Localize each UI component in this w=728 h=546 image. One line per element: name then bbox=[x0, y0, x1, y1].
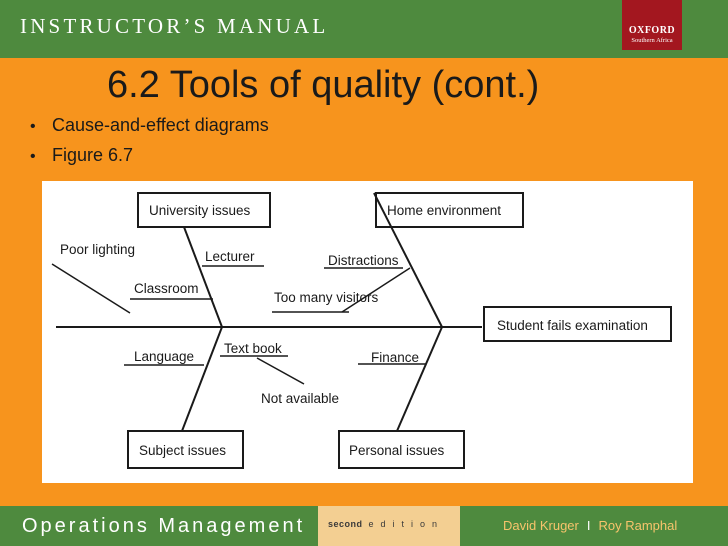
footer-bar: Operations Management second edition Davi… bbox=[0, 506, 728, 546]
manual-title: INSTRUCTOR’S MANUAL bbox=[20, 14, 329, 38]
bullet-text: Figure 6.7 bbox=[52, 145, 134, 165]
category-box-university bbox=[137, 192, 271, 228]
slide-title: 6.2 Tools of quality (cont.) bbox=[107, 64, 540, 106]
cause-line-not-available bbox=[256, 357, 305, 385]
category-label-home: Home environment bbox=[387, 203, 501, 218]
edition-word-edition: edition bbox=[368, 519, 445, 529]
publisher-name: OXFORD bbox=[628, 25, 676, 36]
cause-label-text-book: Text book bbox=[224, 341, 282, 356]
cause-label-too-many-visitors: Too many visitors bbox=[274, 290, 379, 305]
fishbone-diagram: University issues Home environment Subje… bbox=[51, 192, 672, 469]
author-1: David Kruger bbox=[503, 518, 579, 533]
bone-subject bbox=[181, 326, 223, 432]
cause-label-poor-lighting: Poor lighting bbox=[60, 242, 135, 257]
book-title: Operations Management bbox=[22, 515, 306, 537]
bullet-item: • Cause-and-effect diagrams bbox=[30, 112, 269, 142]
edition-box: second edition bbox=[318, 506, 460, 546]
effect-label: Student fails examination bbox=[497, 318, 648, 333]
author-separator: I bbox=[586, 518, 591, 533]
category-label-subject: Subject issues bbox=[139, 443, 226, 458]
bullet-icon: • bbox=[30, 148, 36, 165]
fishbone-figure: University issues Home environment Subje… bbox=[42, 181, 693, 483]
bone-university bbox=[183, 226, 223, 328]
category-box-subject bbox=[127, 430, 244, 469]
bone-home bbox=[373, 192, 443, 328]
cause-label-lecturer: Lecturer bbox=[205, 249, 255, 264]
bullet-list: • Cause-and-effect diagrams • Figure 6.7 bbox=[30, 112, 269, 172]
edition-word-second: second bbox=[328, 519, 363, 529]
cause-label-classroom: Classroom bbox=[134, 281, 199, 296]
cause-label-finance: Finance bbox=[371, 350, 419, 365]
bullet-icon: • bbox=[30, 118, 36, 135]
category-label-personal: Personal issues bbox=[349, 443, 445, 458]
category-label-university: University issues bbox=[149, 203, 251, 218]
authors: David Kruger I Roy Ramphal bbox=[503, 518, 677, 533]
bullet-text: Cause-and-effect diagrams bbox=[52, 115, 269, 135]
cause-line-too-many-visitors-link bbox=[341, 267, 411, 313]
publisher-region: Southern Africa bbox=[631, 37, 673, 44]
effect-box bbox=[483, 306, 672, 342]
cause-label-language: Language bbox=[134, 349, 194, 364]
cause-line-poor-lighting bbox=[51, 263, 131, 314]
author-2: Roy Ramphal bbox=[598, 518, 678, 533]
cause-label-not-available: Not available bbox=[261, 391, 339, 406]
bullet-item: • Figure 6.7 bbox=[30, 142, 269, 172]
bone-personal bbox=[396, 326, 443, 432]
oxford-logo: OXFORD Southern Africa bbox=[622, 0, 682, 50]
category-box-personal bbox=[338, 430, 465, 469]
header-bar: INSTRUCTOR’S MANUAL OXFORD Southern Afri… bbox=[0, 0, 728, 58]
edition-label: second edition bbox=[328, 519, 444, 529]
category-box-home bbox=[375, 192, 524, 228]
cause-label-distractions: Distractions bbox=[328, 253, 399, 268]
